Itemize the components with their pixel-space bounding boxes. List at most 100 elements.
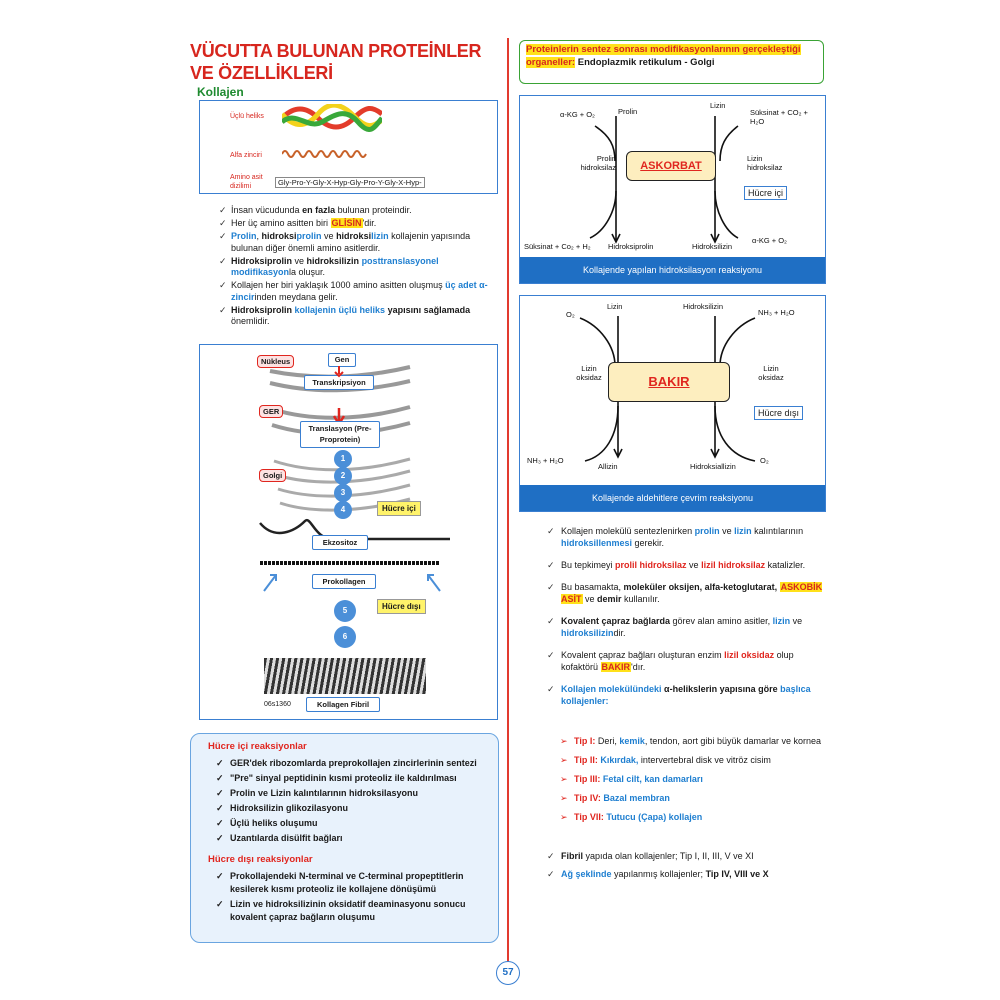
collagen-type-item: Tip III: Fetal cilt, kan damarları	[560, 773, 825, 785]
collagen-structure-figure: Üçlü heliks Alfa zinciri Amino asit dizi…	[199, 100, 498, 194]
collagen-type-item-text: Tip VII:	[574, 812, 604, 822]
aldehyde-arrows	[579, 316, 756, 462]
triple-helix-drawing	[282, 104, 382, 132]
nucleus-label: Nükleus	[257, 355, 295, 368]
collagen-fact-item: Prolin, hidroksiprolin ve hidroksilizin …	[219, 231, 496, 254]
hidroksiallizin-label: Hidroksiallizin	[690, 462, 736, 471]
collagen-fact-item-text: kollajenin yapısında bulunan diğer öneml…	[231, 231, 471, 253]
intracellular-label: Hücre içi	[377, 501, 421, 516]
synthesis-fact-item-text: Bu tepkimeyi	[561, 560, 616, 570]
collagen-fact-item-text: 'dir.	[362, 218, 377, 228]
collagen-fact-item-text: kollajenin üçlü heliks	[294, 304, 386, 315]
triple-helix-label: Üçlü heliks	[230, 113, 264, 120]
collagen-summary-item-text: Fibril	[561, 851, 583, 861]
collagen-fact-item-text: Her üç amino asitten biri	[231, 218, 331, 228]
synthesis-fact-item-text: Kovalent çapraz bağlarda	[561, 616, 671, 626]
collagen-fact-item-text: GLİSİN	[330, 218, 363, 228]
hydroxylation-arrows	[589, 116, 739, 244]
hidroksilizin-label: Hidroksilizin	[692, 242, 733, 251]
synthesis-fact-item-text: Kollajen molekülü sentezlenirken	[561, 526, 695, 536]
collagen-types-list: Tip I: Deri, kemik, tendon, aort gibi bü…	[560, 735, 825, 830]
intracellular-reaction-item: Uzantılarda disülfit bağları	[216, 832, 491, 845]
intracellular-reaction-item: Hidroksilizin glikozilasyonu	[216, 802, 491, 815]
synthesis-fact-item: Kovalent çapraz bağlarda görev alan amin…	[547, 615, 827, 639]
suksinat-top-label: Süksinat + CO₂ + H₂O	[750, 108, 808, 126]
collagen-type-item-text: Tutucu (Çapa) kollajen	[606, 812, 703, 822]
collagen-fact-item-text: lizin	[371, 231, 389, 241]
fibril-micrograph	[264, 658, 426, 694]
collagen-fact-item-text: Prolin	[231, 231, 257, 241]
synthesis-fact-item-text: Kovalent çapraz bağları oluşturan enzim	[561, 650, 725, 660]
lizin-oksidaz-left-label: Lizin oksidaz	[576, 364, 602, 382]
nh3-bottom-label: NH₃ + H₂O	[527, 456, 564, 465]
collagen-type-item: Tip IV: Bazal membran	[560, 792, 825, 804]
collagen-type-item-text: Tip II:	[574, 755, 598, 765]
collagen-fact-item-text: prolin	[296, 231, 322, 241]
lizin-oksidaz-right-label: Lizin oksidaz	[758, 364, 784, 382]
intracellular-reaction-item: Prolin ve Lizin kalıntılarının hidroksil…	[216, 787, 491, 800]
collagen-fact-item-text: la oluşur.	[289, 267, 326, 277]
alpha-chain-drawing	[282, 150, 367, 158]
synthesis-fact-item-text: prolil hidroksilaz	[615, 560, 687, 570]
o2-bottom-label: O₂	[760, 456, 769, 465]
collagen-fact-item-text: Hidroksiprolin	[231, 304, 293, 315]
collagen-fact-item: Her üç amino asitten biri GLİSİN'dir.	[219, 218, 496, 230]
prolin-hidroksilaz-label: Prolin hidroksilaz	[580, 154, 616, 172]
intracellular-place-label: Hücre içi	[744, 186, 788, 200]
step-1-circle: 1	[334, 450, 352, 468]
hidroksilizin-top-label: Hidroksilizin	[683, 302, 724, 311]
collagen-type-item: Tip I: Deri, kemik, tendon, aort gibi bü…	[560, 735, 825, 747]
collagen-fact-item: Hidroksiprolin ve hidroksilizin posttran…	[219, 256, 496, 279]
step-5-circle: 5	[334, 600, 356, 622]
procollagen-label: Prokollagen	[312, 574, 376, 589]
synthesis-fact-item-text: olup kofaktörü	[561, 650, 794, 672]
collagen-fact-item: İnsan vücudunda en fazla bulunan protein…	[219, 205, 496, 217]
collagen-type-item-text: Tip I:	[574, 736, 596, 746]
synthesis-fact-item-text: kullanılır.	[621, 594, 660, 604]
collagen-type-item: Tip II: Kıkırdak, intervertebral disk ve…	[560, 754, 825, 766]
synthesis-fact-item-text: lizin	[772, 616, 791, 626]
collagen-type-item-text: Tip III:	[574, 774, 601, 784]
aldehyde-caption: Kollajende aldehitlere çevrim reaksiyonu	[520, 485, 825, 511]
prolin-label: Prolin	[618, 107, 638, 116]
synthesis-fact-item-text: lizil oksidaz	[724, 650, 775, 660]
organelles-answer: Endoplazmik retikulum - Golgi	[575, 57, 715, 68]
collagen-type-item-text: , tendon, aort gibi büyük damarlar ve ko…	[644, 736, 821, 746]
exocytosis-label: Ekzositoz	[312, 535, 368, 550]
step-2-circle: 2	[334, 467, 352, 485]
extracellular-place-label: Hücre dışı	[754, 406, 804, 420]
extracellular-reaction-item: Lizin ve hidroksilizinin oksidatif deami…	[216, 898, 491, 924]
copper-enzyme-box: BAKIR	[608, 362, 730, 402]
collagen-fact-item-text: yapısını sağlamada	[387, 304, 471, 315]
figure-code: 06s1360	[264, 701, 291, 708]
collagen-summary-item-text: yapılanmış kollajenler;	[611, 869, 706, 879]
alpha-chain-label: Alfa zinciri	[230, 152, 262, 159]
collagen-type-item-text: Tip IV:	[574, 793, 601, 803]
synthesis-fact-item-text: ve	[719, 526, 735, 536]
collagen-fact-item-text: önemlidir.	[231, 316, 270, 326]
synthesis-fact-item: Bu tepkimeyi prolil hidroksilaz ve lizil…	[547, 559, 827, 571]
synthesis-fact-item-text: lizin	[734, 526, 752, 536]
synthesis-fact-item-text: görev alan amino asitler,	[670, 616, 773, 626]
collagen-summary-item-text: Ağ şeklinde	[561, 869, 612, 879]
collagen-fact-item-text: ,	[256, 231, 262, 241]
step-3-circle: 3	[334, 484, 352, 502]
synthesis-fact-item-text: başlıca kollajenler:	[561, 684, 811, 706]
synthesis-fact-item-text: ve	[790, 616, 803, 626]
collagen-type-item-text: Kıkırdak,	[600, 755, 639, 765]
synthesis-fact-item-text: BAKIR	[600, 662, 632, 672]
section-subtitle: Kollajen	[197, 85, 244, 99]
collagen-synthesis-figure: Nükleus Gen Transkripsiyon GER Translasy…	[199, 344, 498, 720]
o2-top-label: O₂	[566, 310, 575, 319]
collagen-type-item-text: Fetal cilt, kan damarları	[602, 774, 703, 784]
arrows-icon	[263, 574, 441, 592]
synthesis-fact-item-text: Bu basamakta,	[561, 582, 624, 592]
synthesis-fact-item-text: ve	[686, 560, 702, 570]
collagen-fact-item-text: en fazla	[302, 205, 336, 215]
synthesis-fact-item: Kollajen molekülündeki α-helikslerin yap…	[547, 683, 827, 707]
collagen-summary-list: Fibril yapıda olan kollajenler; Tip I, I…	[547, 850, 827, 886]
synthesis-fact-item-text: katalizler.	[765, 560, 806, 570]
collagen-fact-item-text: Kollajen her biri yaklaşık 1000 amino as…	[231, 280, 446, 290]
synthesis-fact-item-text: ve	[582, 594, 598, 604]
synthesis-fact-item-text: demir	[597, 594, 622, 604]
